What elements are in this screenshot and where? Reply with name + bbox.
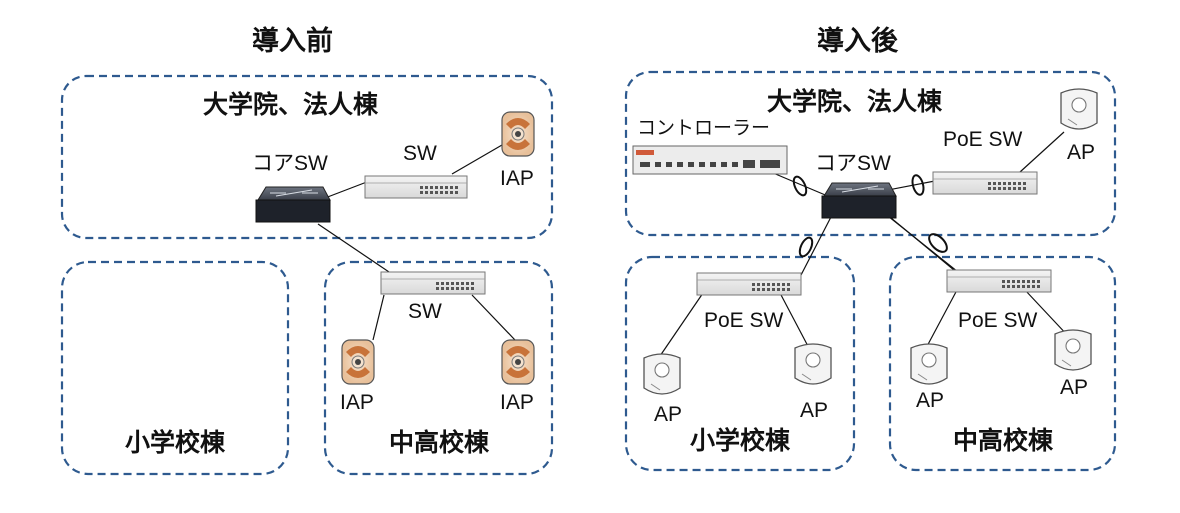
core-switch-icon <box>821 182 897 219</box>
before-main-switch-label: SW <box>403 142 437 165</box>
zone-after-elementary <box>624 255 856 472</box>
after-jh-ap-left-label: AP <box>916 389 945 412</box>
before-jh-iap-right-label: IAP <box>500 391 534 414</box>
after-zone-juniorhigh-label: 中高校棟 <box>953 426 1054 455</box>
switch-icon <box>364 175 468 199</box>
poe-switch-icon <box>696 272 802 296</box>
zone-before-main <box>60 74 554 240</box>
after-elem-ap-left-label: AP <box>654 403 683 426</box>
before-title: 導入前 <box>252 26 333 57</box>
zone-before-elementary <box>60 260 290 476</box>
links <box>317 131 1071 357</box>
after-zone-elementary-label: 小学校棟 <box>690 426 791 455</box>
iap-icon <box>501 339 535 385</box>
after-main-switch-label: PoE SW <box>943 128 1023 151</box>
before-zone-juniorhigh-label: 中高校棟 <box>389 428 490 457</box>
ap-icon <box>1054 329 1092 371</box>
after-elem-ap-right-label: AP <box>800 399 829 422</box>
before-zone-main-label: 大学院、法人棟 <box>203 90 379 119</box>
switch-icon <box>380 271 486 295</box>
lag-markers <box>792 174 948 258</box>
after-elem-switch-label: PoE SW <box>704 309 784 332</box>
after-zone-main-label: 大学院、法人棟 <box>767 87 943 116</box>
zone-after-juniorhigh <box>888 255 1117 472</box>
before-zone-elementary-label: 小学校棟 <box>125 428 226 457</box>
after-title: 導入後 <box>817 26 898 57</box>
controller-icon <box>632 145 788 175</box>
before-core-switch-label: コアSW <box>252 152 328 175</box>
after-jh-ap-right-label: AP <box>1060 376 1089 399</box>
ap-icon <box>910 343 948 385</box>
before-main-iap-label: IAP <box>500 167 534 190</box>
ap-icon <box>1060 88 1098 130</box>
after-controller-label: コントローラー <box>637 117 771 139</box>
core-switch-icon <box>255 186 331 223</box>
zone-after-main <box>624 70 1117 237</box>
after-core-switch-label: コアSW <box>815 152 891 175</box>
iap-icon <box>501 111 535 157</box>
before-jh-switch-label: SW <box>408 300 442 323</box>
before-jh-iap-left-label: IAP <box>340 391 374 414</box>
ap-icon <box>643 353 681 395</box>
poe-switch-icon <box>932 171 1038 195</box>
after-jh-switch-label: PoE SW <box>958 309 1038 332</box>
iap-icon <box>341 339 375 385</box>
after-main-ap-label: AP <box>1067 141 1096 164</box>
poe-switch-icon <box>946 269 1052 293</box>
ap-icon <box>794 343 832 385</box>
